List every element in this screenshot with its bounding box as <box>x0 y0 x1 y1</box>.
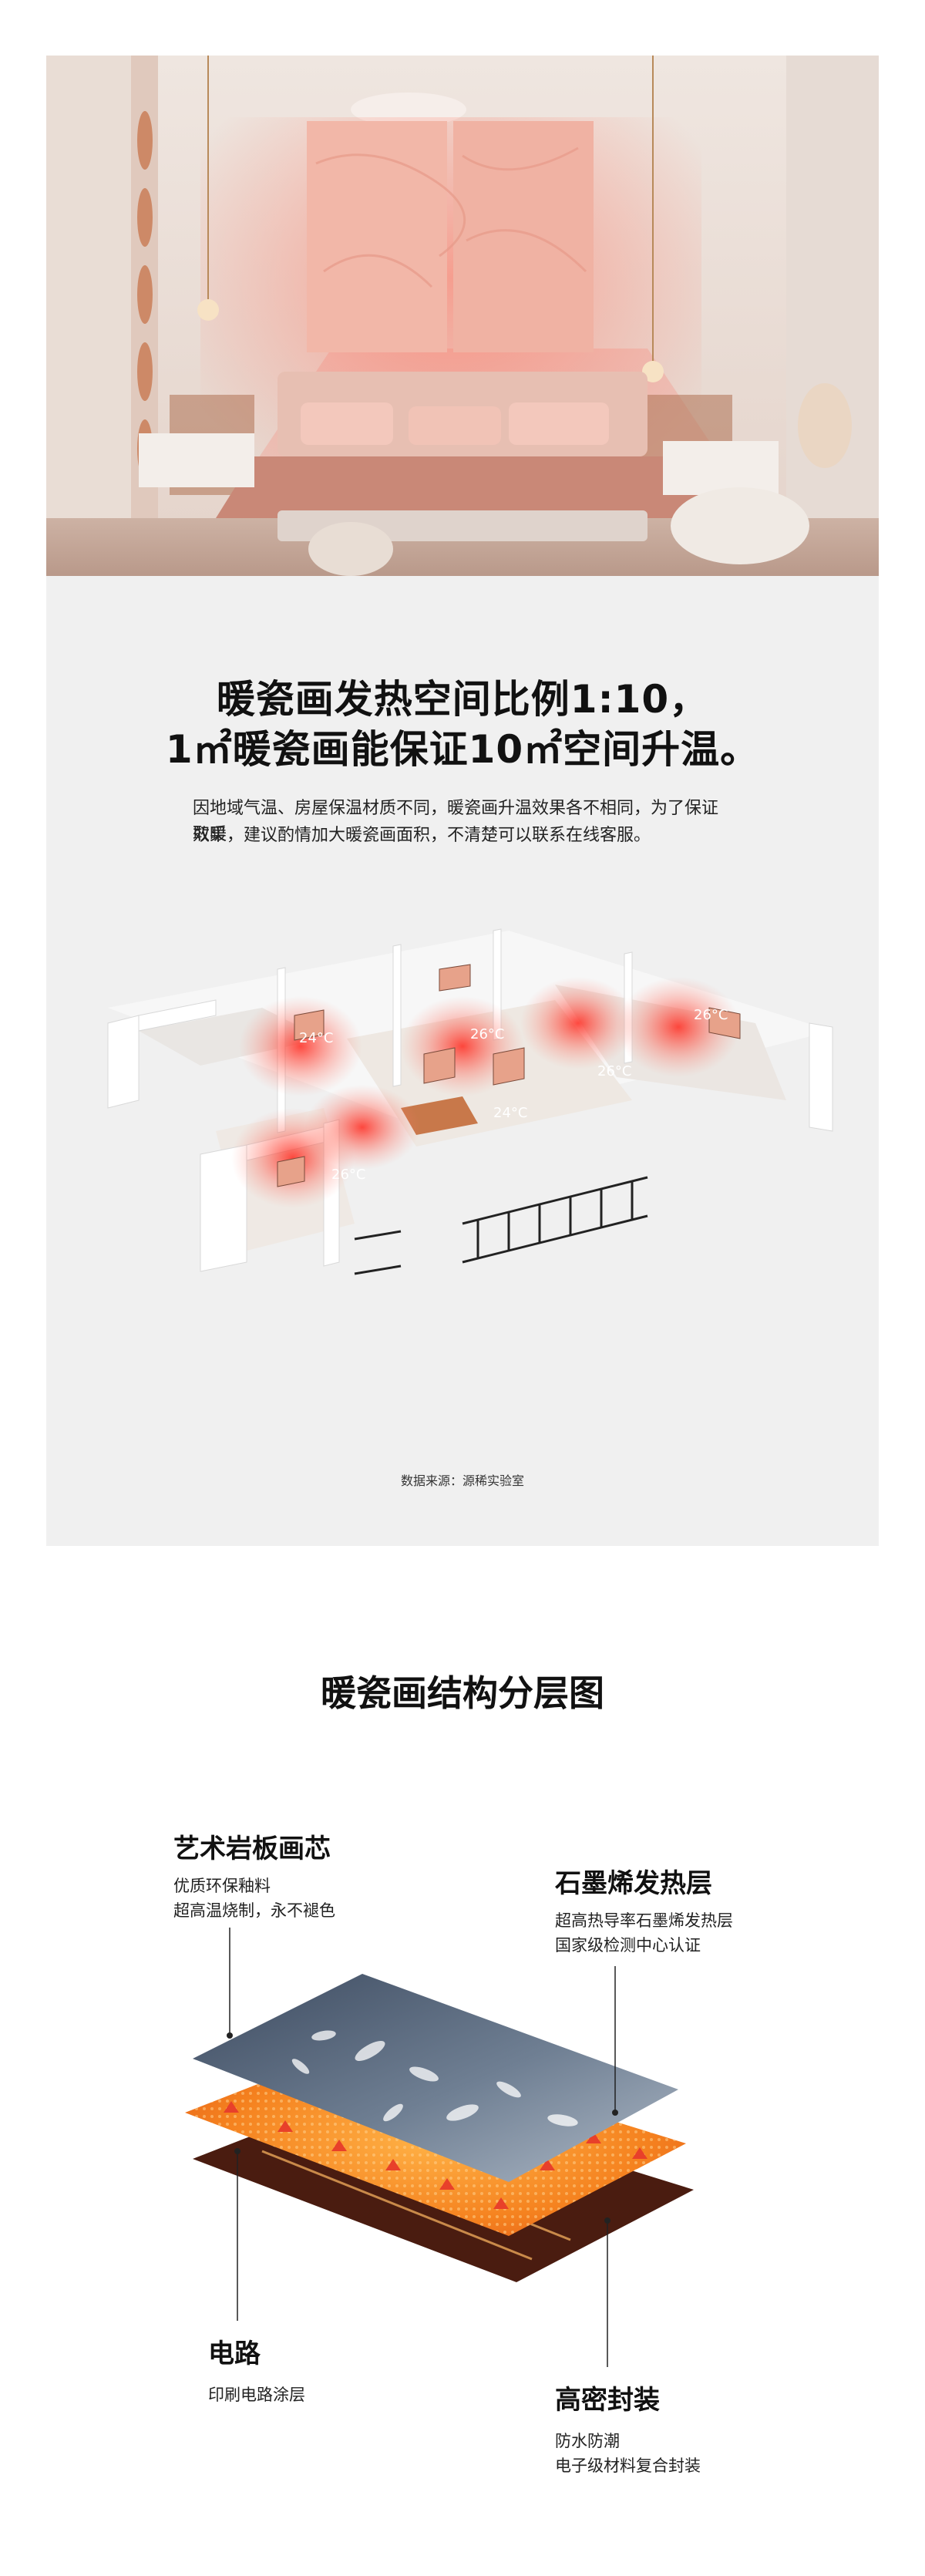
layer-seal-title: 高密封装 <box>555 2385 660 2416</box>
layer-art-line-1: 优质环保釉料 <box>173 1877 271 1895</box>
temp-label-bedroom-mid: 26°C <box>597 1063 631 1079</box>
layer-graphene-title: 石墨烯发热层 <box>555 1868 712 1899</box>
layer-seal-line-1: 防水防潮 <box>555 2432 620 2450</box>
temp-label-living: 24°C <box>493 1105 527 1121</box>
data-source-note: 数据来源：源稀实验室 <box>400 1473 524 1488</box>
bedroom-hero-image <box>46 56 879 576</box>
temp-label-study: 26°C <box>331 1167 365 1183</box>
layer-art-line-2: 超高温烧制，永不褪色 <box>173 1901 335 1920</box>
layer-stack-illustration <box>185 1974 694 2282</box>
floorplan-illustration: 24°C 26°C 26°C 26°C 24°C 26°C <box>107 928 833 1275</box>
structure-title: 暖瓷画结构分层图 <box>321 1672 604 1714</box>
heating-info-panel: 暖瓷画发热空间比例1:10， 1㎡暖瓷画能保证10㎡空间升温。 因地域气温、房屋… <box>46 576 879 1546</box>
bedroom-illustration <box>46 56 879 576</box>
layer-circuit-title: 电路 <box>208 2339 261 2369</box>
temp-label-living-left: 24°C <box>299 1030 333 1046</box>
headline-line-1: 暖瓷画发热空间比例1:10， <box>216 677 709 722</box>
description-line-2: 效果，建议酌情加大暖瓷画面积，不清楚可以联系在线客服。 <box>193 826 651 845</box>
description-line-1: 因地域气温、房屋保温材质不同，暖瓷画升温效果各不相同，为了保证取暖 <box>193 799 719 844</box>
temp-label-bedroom-right: 26°C <box>694 1007 728 1023</box>
layer-circuit-line-1: 印刷电路涂层 <box>208 2386 305 2404</box>
layer-art-title: 艺术岩板画芯 <box>173 1834 331 1864</box>
layer-graphene-line-1: 超高热导率石墨烯发热层 <box>555 1911 733 1930</box>
headline-line-2: 1㎡暖瓷画能保证10㎡空间升温。 <box>165 727 760 772</box>
layer-graphene-line-2: 国家级检测中心认证 <box>555 1936 701 1955</box>
layer-seal-line-2: 电子级材料复合封装 <box>555 2456 701 2475</box>
temp-label-master: 26°C <box>470 1026 504 1042</box>
